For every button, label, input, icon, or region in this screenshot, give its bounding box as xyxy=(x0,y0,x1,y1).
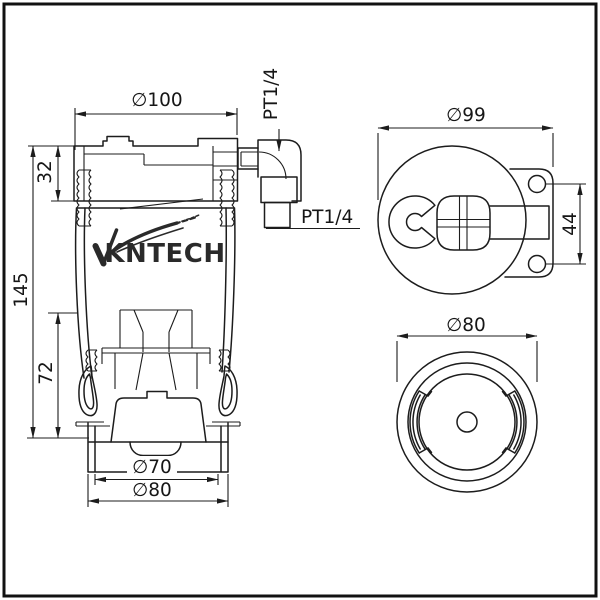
logo-text: KNTECH xyxy=(104,239,225,269)
flange-hole-top xyxy=(527,174,547,194)
logo-swoosh-icon xyxy=(116,227,184,253)
side-view-dimensions: ∅100 32 145 72 PT1/4 PT1/4 ∅70 ∅80 xyxy=(11,68,360,507)
dim-diameter-70: ∅70 xyxy=(132,457,172,478)
hanger-hook-left xyxy=(78,365,98,417)
logo-swoosh-icon xyxy=(151,216,198,232)
bottom-inner-circle xyxy=(418,373,516,471)
logo-check-icon xyxy=(101,228,119,266)
mounting-flange xyxy=(504,168,554,278)
brand-logo: KNTECH xyxy=(92,214,225,269)
clamp-band-bottom-right xyxy=(218,349,231,372)
retainer-clip-left xyxy=(409,390,433,454)
bracket-arm xyxy=(489,205,550,240)
bottom-view-dimensions: ∅80 xyxy=(396,315,538,382)
logo-check-icon xyxy=(92,243,107,267)
cross-hub-channels xyxy=(437,196,490,250)
side-view: KNTECH ∅100 32 145 72 PT1/4 PT1/4 ∅70 xyxy=(11,68,360,507)
bottom-view: ∅80 xyxy=(396,315,538,493)
flange-hole-bottom xyxy=(527,254,547,274)
back-body-circle xyxy=(377,145,527,295)
hanger-hook-right xyxy=(218,365,238,417)
dim-diameter-80-bottom: ∅80 xyxy=(446,315,486,336)
dim-height-72: 72 xyxy=(36,361,57,385)
label-port-side: PT1/4 xyxy=(301,207,353,228)
shell-rim xyxy=(75,421,241,427)
dim-diameter-99: ∅99 xyxy=(446,105,486,126)
upper-body-internal-lines xyxy=(83,146,238,210)
dim-diameter-80-side: ∅80 xyxy=(132,480,172,501)
bottom-outer-circle xyxy=(396,351,538,493)
c-bracket xyxy=(388,195,436,249)
shell-walls xyxy=(87,422,229,473)
bottom-middle-circle xyxy=(407,362,527,482)
upper-body-outline xyxy=(73,135,239,202)
dim-diameter-100: ∅100 xyxy=(131,90,182,111)
clamp-band-bottom-left xyxy=(85,349,98,372)
retainer-clip-right xyxy=(501,390,525,454)
cross-hub-outline xyxy=(436,195,491,251)
horn-driver xyxy=(101,309,211,391)
label-port-top: PT1/4 xyxy=(261,68,282,120)
bottom-center-hole xyxy=(456,411,478,433)
dim-height-145: 145 xyxy=(11,272,32,307)
dim-height-32: 32 xyxy=(35,160,56,184)
bellows-wall-left xyxy=(74,207,93,379)
bell-outline xyxy=(110,390,207,443)
dim-hole-spacing-44: 44 xyxy=(560,212,581,236)
clamp-band-top-right xyxy=(219,169,235,227)
bell-dome xyxy=(129,441,182,459)
label-mask xyxy=(127,456,177,475)
back-view-dimensions: ∅99 44 xyxy=(377,105,586,265)
bellows-wall-right xyxy=(221,207,236,373)
air-fitting xyxy=(237,139,302,229)
logo-swoosh-icon xyxy=(176,214,200,224)
back-view: ∅99 44 xyxy=(377,105,586,295)
